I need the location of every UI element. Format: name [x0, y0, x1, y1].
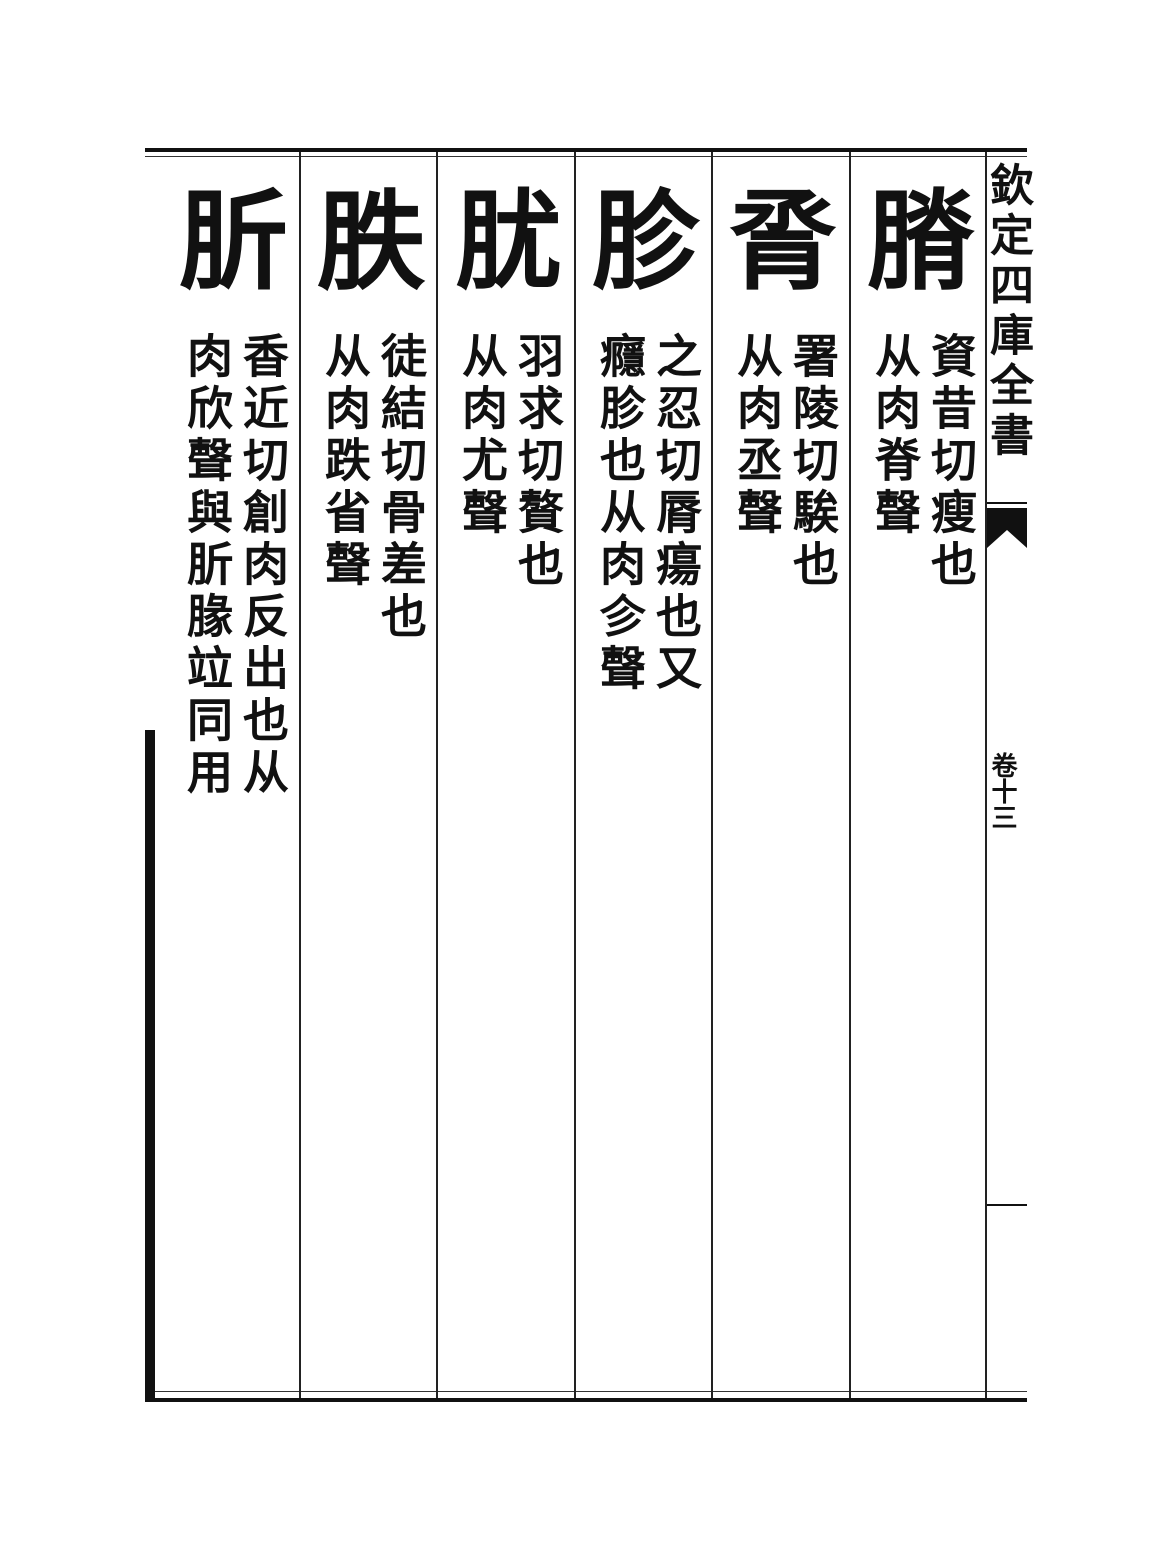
entry-text-line: 香近切創肉反出也从 [236, 332, 290, 800]
fishtail-mark-icon [987, 508, 1027, 548]
entry-column: 肵 香近切創肉反出也从 肉欣聲與肵腞竝同用 [163, 160, 299, 1390]
seal-character: 肵 [178, 179, 287, 305]
volume-label: 卷十三 [987, 752, 1017, 830]
frame-border-top [145, 148, 1027, 152]
entry-column: 胗 之忍切脣瘍也又 癮胗也从肉㐱聲 [576, 160, 712, 1390]
entry-column: 肬 羽求切贅也 从肉尤聲 [438, 160, 574, 1390]
entry-text-line: 从肉尤聲 [455, 332, 509, 540]
frame-border-left [145, 730, 155, 1402]
frame-border-bottom-inner [145, 1391, 1027, 1392]
entry-text-line: 肉欣聲與肵腞竝同用 [180, 332, 234, 800]
seal-character: 胗 [591, 179, 700, 305]
margin-rule [987, 1204, 1027, 1206]
margin-rule [987, 502, 1027, 504]
entry-column: 脀 署陵切騃也 从肉丞聲 [713, 160, 849, 1390]
entry-text-line: 徒結切骨差也 [374, 332, 428, 644]
seal-character: 胅 [316, 179, 425, 305]
frame-border-bottom [145, 1398, 1027, 1402]
entry-text-line: 从肉脊聲 [868, 332, 922, 540]
entry-column: 膌 資昔切瘦也 从肉脊聲 [851, 160, 987, 1390]
entry-text-line: 癮胗也从肉㐱聲 [593, 332, 647, 696]
entry-text-line: 从肉丞聲 [730, 332, 784, 540]
seal-character: 肬 [453, 179, 562, 305]
seal-character: 脀 [728, 179, 837, 305]
column-divider [985, 152, 987, 1398]
entry-text-line: 資昔切瘦也 [924, 332, 978, 592]
entry-text-line: 羽求切贅也 [511, 332, 565, 592]
page-margin-column: 欽定四庫全書 卷十三 [982, 152, 1033, 1398]
column-divider [299, 152, 301, 1398]
entry-text-line: 之忍切脣瘍也又 [649, 332, 703, 696]
column-divider [711, 152, 713, 1398]
column-divider [849, 152, 851, 1398]
frame-border-top-inner [145, 156, 1027, 157]
entry-text-line: 从肉跌省聲 [318, 332, 372, 592]
column-divider [574, 152, 576, 1398]
entry-column: 胅 徒結切骨差也 从肉跌省聲 [301, 160, 437, 1390]
column-divider [436, 152, 438, 1398]
book-title: 欽定四庫全書 [982, 162, 1033, 462]
entry-text-line: 署陵切騃也 [786, 332, 840, 592]
seal-character: 膌 [866, 179, 975, 305]
